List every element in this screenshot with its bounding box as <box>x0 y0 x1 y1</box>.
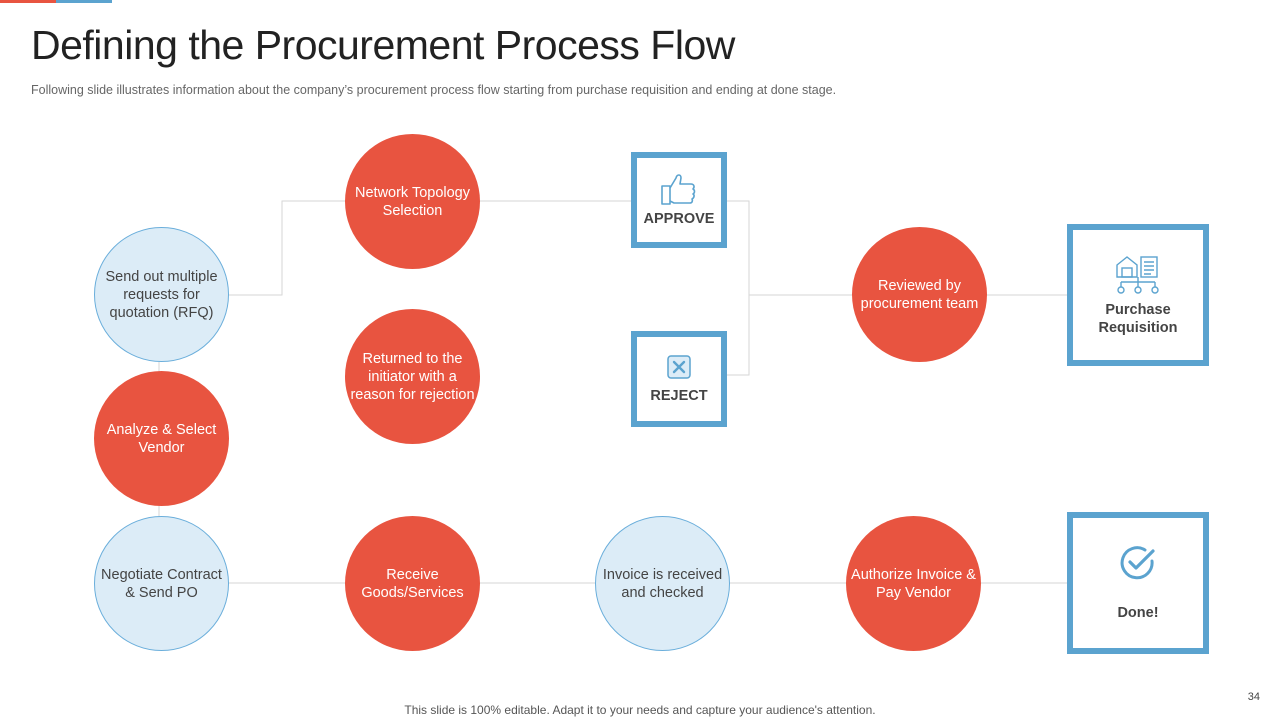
slide-footer: This slide is 100% editable. Adapt it to… <box>404 703 876 717</box>
node-receive-goods: Receive Goods/Services <box>345 516 480 651</box>
node-invoice-received: Invoice is received and checked <box>595 516 730 651</box>
page-number: 34 <box>1247 691 1260 703</box>
box-reject-label: REJECT <box>650 388 708 404</box>
box-purchase-requisition: Purchase Requisition <box>1067 224 1209 366</box>
connector-approve-reviewed <box>725 200 750 376</box>
box-done-label: Done! <box>1117 605 1159 621</box>
box-requisition-label: Purchase Requisition <box>1098 302 1178 336</box>
box-reject: REJECT <box>631 331 727 427</box>
box-approve: APPROVE <box>631 152 727 248</box>
node-negotiate-contract: Negotiate Contract & Send PO <box>94 516 229 651</box>
box-done: Done! <box>1067 512 1209 654</box>
connector-rfq-network <box>228 200 346 296</box>
slide-subtitle: Following slide illustrates information … <box>31 83 837 97</box>
accent-bar-blue <box>56 0 112 3</box>
check-circle-icon <box>1120 546 1155 580</box>
warehouse-network-icon <box>1116 256 1159 294</box>
node-send-rfq: Send out multiple requests for quotation… <box>94 227 229 362</box>
node-reviewed-procurement: Reviewed by procurement team <box>852 227 987 362</box>
node-returned-initiator: Returned to the initiator with a reason … <box>345 309 480 444</box>
node-analyze-vendor: Analyze & Select Vendor <box>94 371 229 506</box>
node-network-topology: Network Topology Selection <box>345 134 480 269</box>
thumbs-up-icon <box>661 174 696 205</box>
close-box-icon <box>667 355 691 379</box>
node-authorize-invoice: Authorize Invoice & Pay Vendor <box>846 516 981 651</box>
slide-title: Defining the Procurement Process Flow <box>31 22 735 68</box>
accent-bar-red <box>0 0 56 3</box>
box-approve-label: APPROVE <box>643 211 715 227</box>
